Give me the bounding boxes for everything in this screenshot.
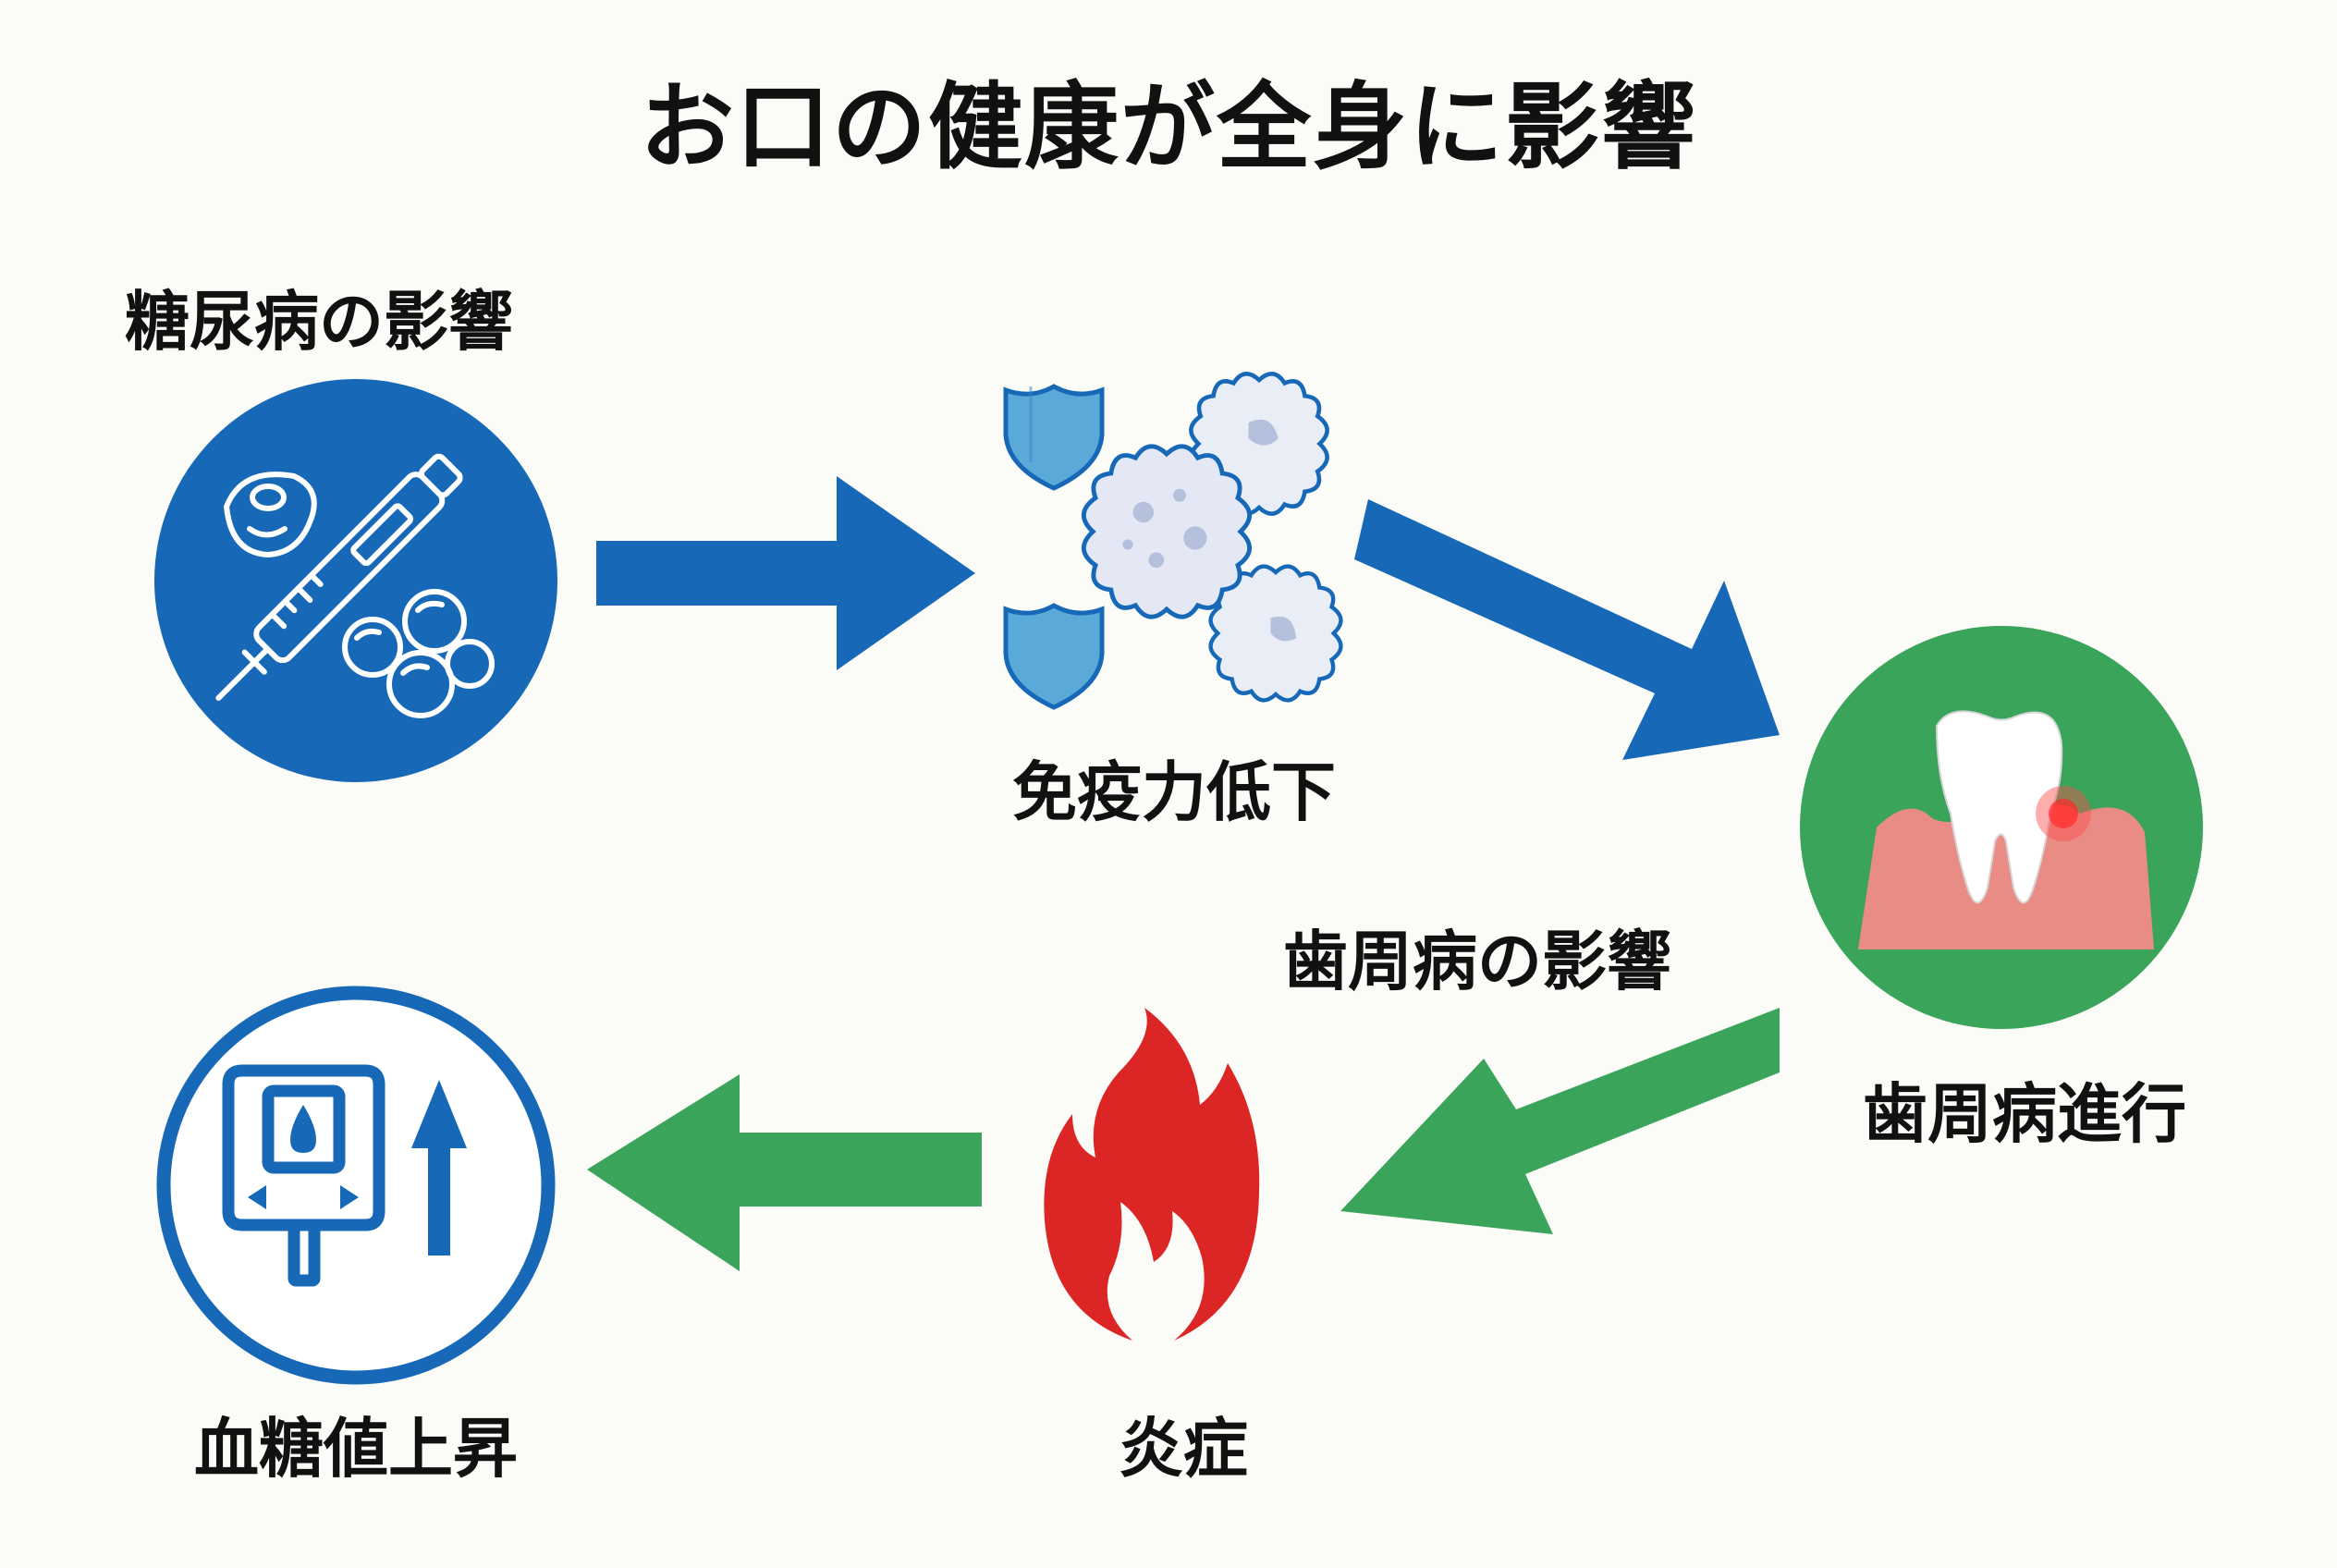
immune-decline-label: 免疫力低下 xyxy=(1012,754,1336,830)
arrow-immune-to-periodontal xyxy=(1354,499,1780,760)
immune-decline-icon xyxy=(1003,374,1341,710)
periodontal-progress-label: 歯周病進行 xyxy=(1863,1076,2186,1152)
shield-icon xyxy=(1003,603,1105,710)
arrow-inflammation-to-glucose xyxy=(587,1074,982,1271)
glucose-rise-icon xyxy=(156,986,556,1385)
flame-icon xyxy=(1044,1008,1260,1341)
immune-cell-icon xyxy=(1191,374,1327,513)
periodontal-progress-icon xyxy=(1800,626,2203,1029)
page-title: お口の健康が全身に影響 xyxy=(640,73,1697,183)
shield-icon xyxy=(1003,384,1105,491)
periodontal-section-label: 歯周病の影響 xyxy=(1283,924,1671,999)
glucose-rise-label: 血糖値上昇 xyxy=(194,1411,518,1487)
diabetes-section-label: 糖尿病の影響 xyxy=(125,284,513,360)
arrow-diabetes-to-immune xyxy=(596,476,975,670)
immune-cell-icon xyxy=(1211,567,1341,701)
arrow-periodontal-to-inflammation xyxy=(1340,1008,1780,1234)
diabetes-icon xyxy=(154,379,557,782)
inflammation-label: 炎症 xyxy=(1119,1411,1248,1487)
immune-cell-icon xyxy=(1083,447,1249,617)
